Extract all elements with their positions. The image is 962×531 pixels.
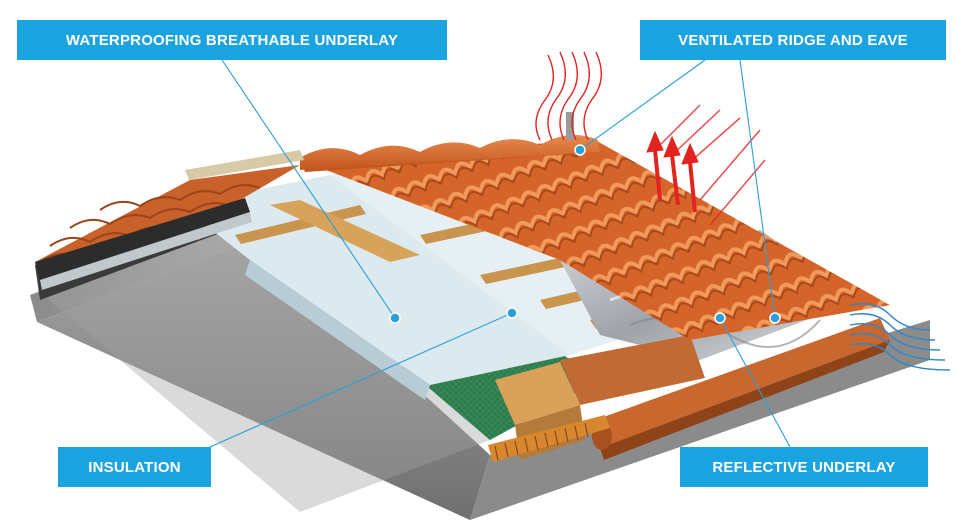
insulation-label: INSULATION (58, 447, 211, 487)
heat-arrow-icon (646, 104, 766, 226)
air-flow-icon (849, 303, 951, 371)
ventilated-ridge-eave-label: VENTILATED RIDGE AND EAVE (640, 20, 946, 60)
heat-arrow-icon (535, 51, 602, 141)
reflective-underlay-label: REFLECTIVE UNDERLAY (680, 447, 928, 487)
waterproofing-underlay-label: WATERPROOFING BREATHABLE UNDERLAY (17, 20, 447, 60)
